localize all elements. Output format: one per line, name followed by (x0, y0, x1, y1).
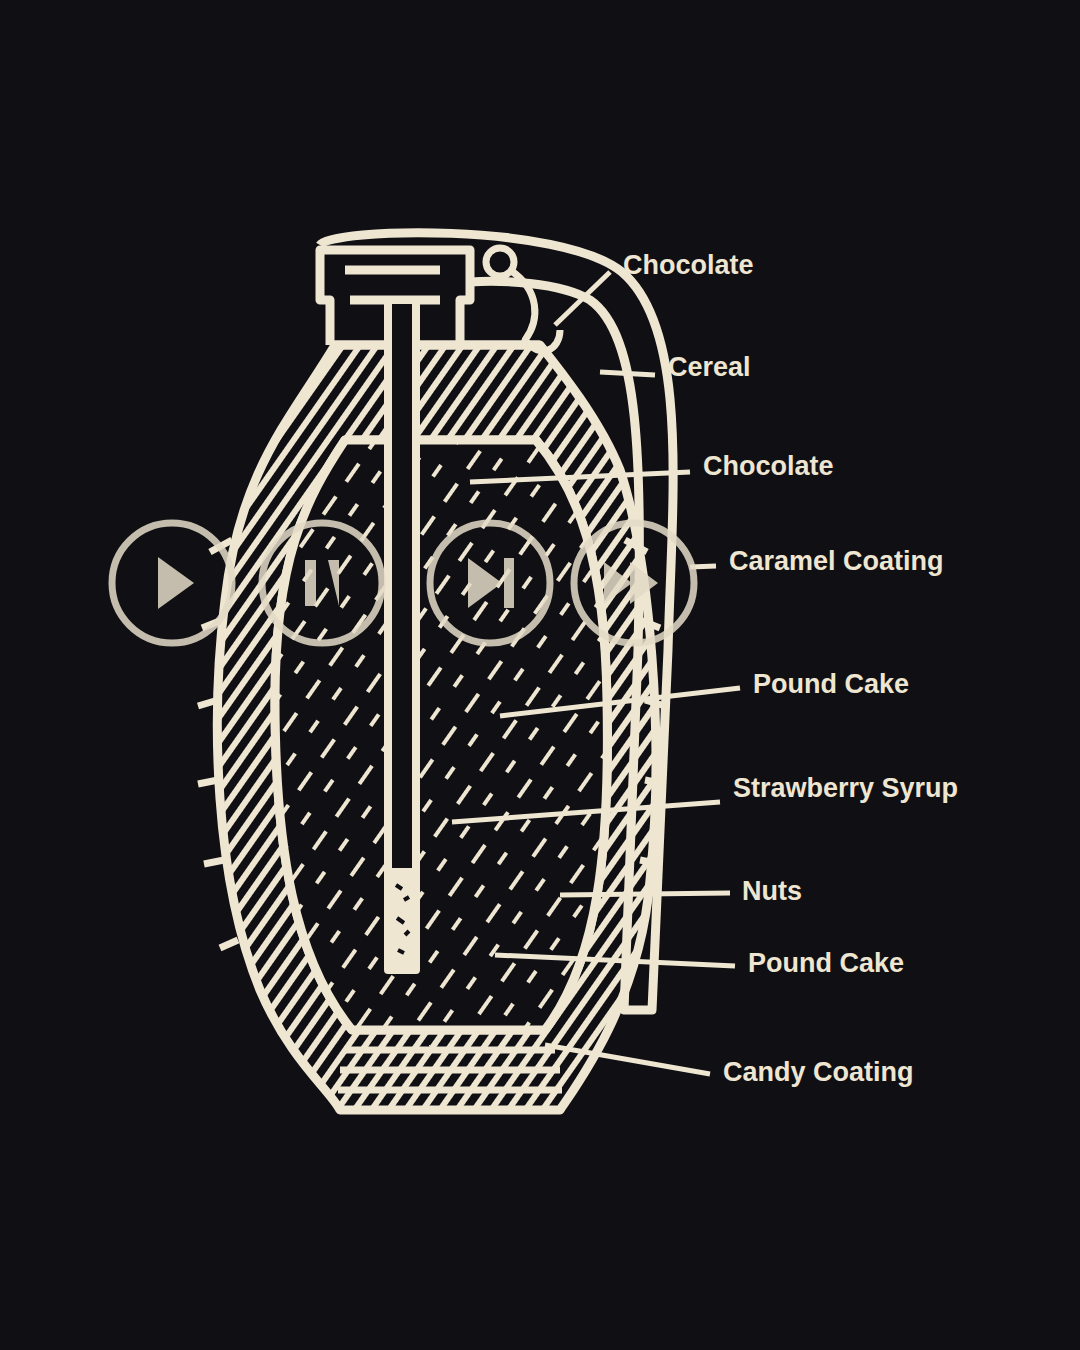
leader-line (495, 955, 735, 966)
leader-line (545, 1045, 710, 1074)
play-button (112, 523, 232, 643)
skip-button (430, 523, 550, 643)
pause-icon (305, 560, 339, 606)
fuse-head (320, 250, 540, 345)
grenade-body (217, 345, 655, 1110)
grenade-drawing (198, 233, 673, 1110)
pause-button (262, 523, 382, 643)
skip-icon (468, 558, 514, 608)
leader-line (555, 272, 610, 325)
part-label: Chocolate (703, 450, 834, 482)
fast-forward-icon (604, 562, 658, 604)
leader-lines (452, 272, 740, 1074)
pin-spring (510, 270, 560, 351)
part-label: Cereal (668, 351, 751, 383)
leader-line (452, 802, 720, 822)
part-label: Nuts (742, 875, 802, 907)
part-label: Pound Cake (753, 668, 909, 700)
leader-line (600, 372, 655, 375)
part-label: Candy Coating (723, 1056, 914, 1088)
fast-forward-button (574, 523, 694, 643)
detonator (392, 870, 412, 966)
grenade-cavity (275, 440, 607, 1030)
part-label: Chocolate (623, 249, 754, 281)
striker-rod (388, 300, 416, 970)
base-rings (338, 1050, 562, 1110)
leader-line (560, 893, 730, 895)
play-icon (158, 557, 194, 609)
part-label: Strawberry Syrup (733, 772, 958, 804)
part-label: Caramel Coating (729, 545, 944, 577)
part-label: Pound Cake (748, 947, 904, 979)
leader-line (470, 472, 690, 482)
leader-line (500, 688, 740, 716)
media-controls (112, 523, 694, 643)
detonator-grain (396, 885, 409, 953)
